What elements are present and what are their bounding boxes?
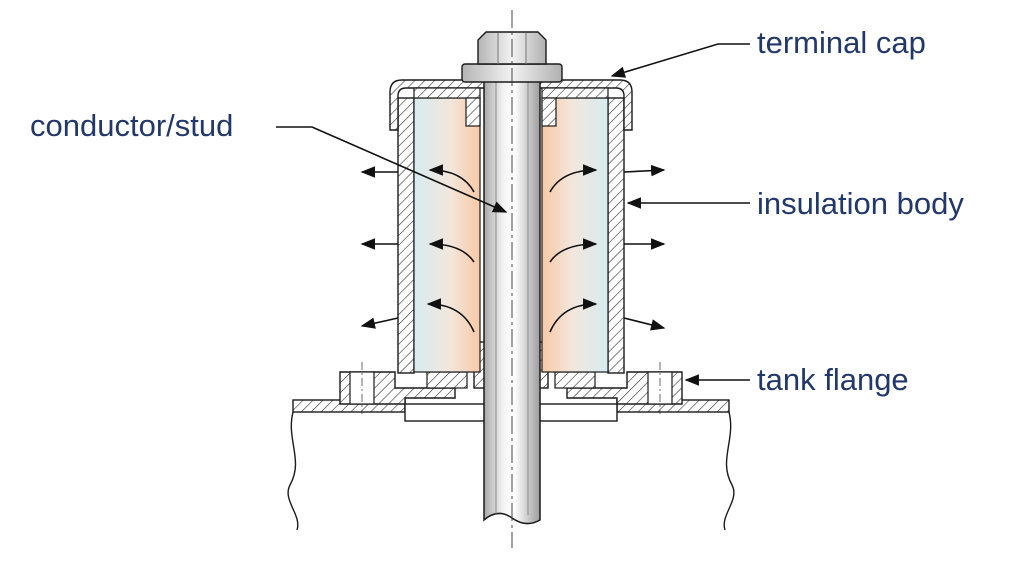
leader-conductor-stud <box>276 126 508 213</box>
break-line-icon <box>287 411 299 531</box>
leader-lines <box>276 43 750 386</box>
heat-flow-arrow-icon <box>360 164 666 333</box>
label-insulation-body: insulation body <box>757 186 964 221</box>
label-terminal-cap: terminal cap <box>757 25 926 60</box>
terminal-cap <box>389 79 633 131</box>
leader-terminal-cap <box>610 43 750 78</box>
break-line-icon <box>723 411 735 531</box>
label-conductor-stud: conductor/stud <box>30 108 234 143</box>
label-tank-flange: tank flange <box>757 362 909 397</box>
